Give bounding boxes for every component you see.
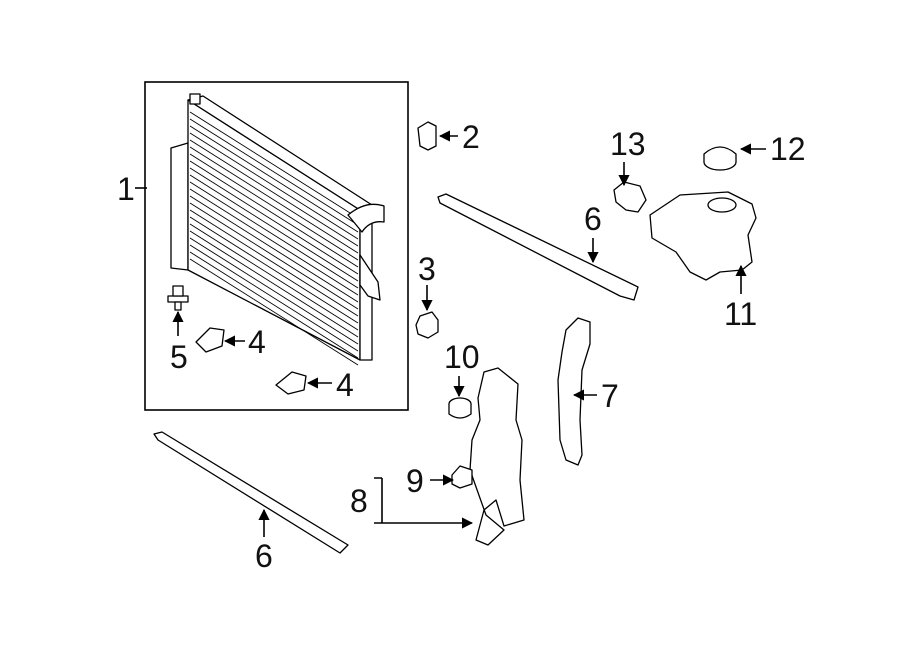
radiator-fin-line: [189, 216, 359, 324]
reservoir-part-11: [649, 191, 757, 281]
radiator-fin-line: [189, 139, 359, 247]
radiator-fin-line: [189, 125, 359, 233]
radiator-fin-line: [189, 167, 359, 275]
radiator-fin-line: [189, 230, 359, 338]
bracket-part-4-lower: [275, 371, 307, 395]
nut-part-3: [415, 311, 439, 339]
callout-13: 13: [610, 126, 646, 162]
callout-5: 5: [170, 339, 188, 375]
callout-4-upper: 4: [248, 324, 266, 360]
callout-4-lower: 4: [336, 367, 354, 403]
callout-3: 3: [418, 251, 436, 287]
radiator-fin-line: [189, 146, 359, 254]
callout-1: 1: [117, 171, 135, 207]
radiator-fin-line: [189, 251, 359, 359]
radiator-fin-line: [189, 174, 359, 282]
radiator-fin-line: [189, 160, 359, 268]
bracket-part-13: [613, 181, 647, 213]
callout-6-lower: 6: [255, 538, 273, 574]
callout-7: 7: [601, 378, 619, 414]
bolt-part-5: [167, 285, 189, 311]
seal-strip-part-6-lower: [153, 431, 349, 554]
bracket-part-4-upper: [195, 327, 225, 353]
radiator-fin-line: [189, 111, 359, 219]
radiator: [170, 93, 385, 366]
cap-part-12: [703, 146, 737, 171]
radiator-fin-line: [189, 223, 359, 331]
air-deflector-part-7: [557, 317, 591, 466]
clip-part-9: [451, 465, 473, 489]
callout-6-upper: 6: [584, 201, 602, 237]
radiator-fin-line: [189, 181, 359, 289]
air-duct-part-8: [469, 367, 525, 546]
callout-11: 11: [724, 296, 757, 332]
leader-lines: [135, 130, 766, 537]
radiator-fin-line: [189, 258, 359, 366]
callout-2: 2: [462, 119, 480, 155]
radiator-group-box: [144, 81, 409, 411]
radiator-fin-line: [189, 202, 359, 310]
callout-10: 10: [444, 339, 480, 375]
radiator-fin-line: [189, 118, 359, 226]
radiator-fin-line: [189, 132, 359, 240]
callout-12: 12: [770, 131, 806, 167]
radiator-fin-line: [189, 237, 359, 345]
clip-part-2: [417, 121, 437, 151]
radiator-fin-line: [189, 195, 359, 303]
radiator-fin-line: [189, 244, 359, 352]
callout-9: 9: [406, 463, 424, 499]
radiator-fin-line: [189, 209, 359, 317]
radiator-fin-line: [189, 188, 359, 296]
plug-part-10: [448, 397, 472, 419]
seal-strip-part-6-upper: [437, 193, 639, 301]
radiator-fin-line: [189, 153, 359, 261]
callout-8: 8: [350, 483, 368, 519]
